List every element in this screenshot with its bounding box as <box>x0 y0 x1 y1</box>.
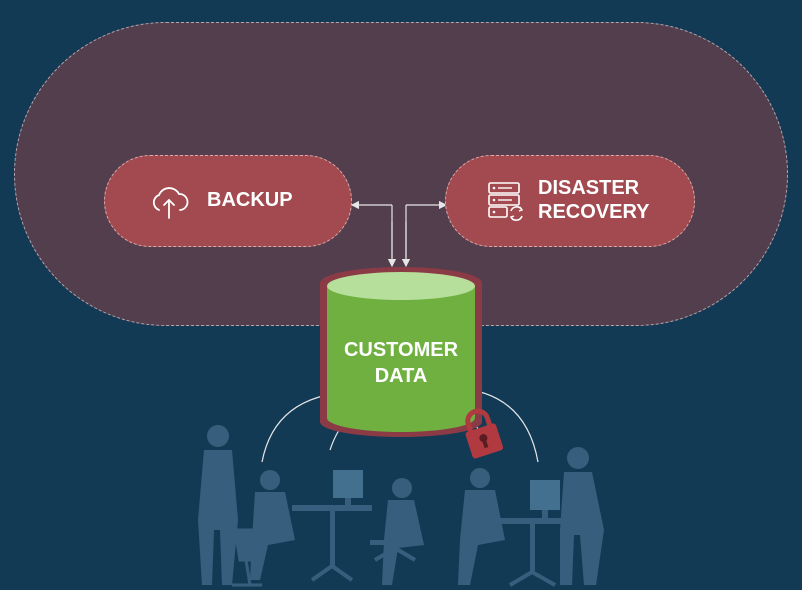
customer-data-label: CUSTOMER DATA <box>326 337 476 389</box>
customer-data-database <box>320 267 482 437</box>
disaster-recovery-label-line2: RECOVERY <box>538 201 650 223</box>
cloud-upload-icon <box>152 187 189 219</box>
customer-data-label-line2: DATA <box>374 365 428 387</box>
server-sync-icon <box>488 182 524 221</box>
office-workers-silhouette <box>198 425 604 587</box>
disaster-recovery-label: DISASTER RECOVERY <box>538 176 650 224</box>
disaster-recovery-label-line1: DISASTER <box>538 177 640 199</box>
backup-label: BACKUP <box>207 189 293 211</box>
padlock-icon <box>465 408 504 459</box>
backup-node: BACKUP <box>104 155 352 247</box>
customer-data-label-line1: CUSTOMER <box>343 339 459 361</box>
disaster-recovery-node: DISASTER RECOVERY <box>445 155 695 247</box>
